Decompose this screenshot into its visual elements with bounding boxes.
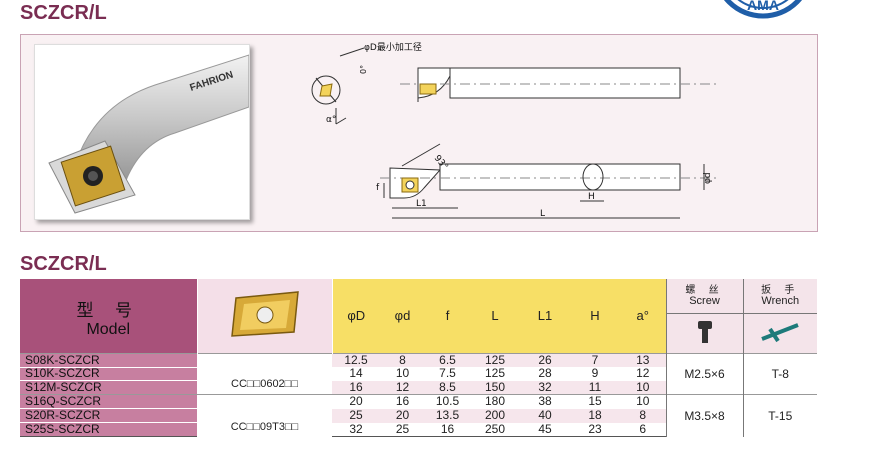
value-cell: 10.5: [425, 394, 470, 409]
value-cell: 7: [570, 352, 620, 367]
value-cell: 40: [520, 408, 570, 423]
screw-header-zh: 螺 丝: [685, 285, 724, 297]
model-cell: S12M-SCZCR: [20, 380, 197, 395]
svg-text:AMA: AMA: [747, 0, 779, 13]
value-cell: 14: [332, 367, 380, 381]
value-cell: 180: [470, 394, 520, 409]
wrench-header-en: Wrench: [761, 295, 800, 308]
value-cell: 7.5: [425, 367, 470, 381]
section-title-top: SCZCR/L: [20, 2, 107, 24]
technical-drawing: φD最小加工径 0° α° 93° f L1 L H φd: [311, 41, 720, 219]
angle-a-label: α°: [326, 115, 336, 125]
dim-L-label: L: [540, 209, 545, 219]
value-cell: 15: [570, 394, 620, 409]
wrench-header-zh: 扳 手: [761, 285, 800, 297]
dim-L1-label: L1: [416, 199, 427, 209]
screw-icon: [697, 320, 712, 343]
value-cell: 10: [620, 394, 666, 409]
value-cell: 16: [380, 394, 425, 409]
wrench-icon-cell: [742, 313, 817, 354]
dim-phid-label: φd: [703, 172, 713, 184]
section-title-table: SCZCR/L: [20, 253, 107, 275]
value-cell: 32: [520, 380, 570, 395]
param-header-f: f: [425, 279, 470, 354]
value-cell: 13.5: [425, 408, 470, 423]
value-cell: 12: [380, 380, 425, 395]
model-header-zh: 型 号: [76, 301, 140, 322]
param-header-D: φD: [332, 279, 380, 354]
value-cell: 8.5: [425, 380, 470, 395]
model-cell: S20R-SCZCR: [20, 408, 197, 423]
dim-f-label: f: [376, 183, 380, 193]
value-cell: 10: [380, 367, 425, 381]
dim-H-label: H: [588, 192, 595, 202]
value-cell: 20: [380, 408, 425, 423]
value-cell: 125: [470, 367, 520, 381]
value-cell: 16: [425, 422, 470, 437]
value-cell: 16: [332, 380, 380, 395]
value-cell: 10: [620, 380, 666, 395]
angle-zero-label: 0°: [359, 65, 368, 74]
value-cell: 125: [470, 352, 520, 367]
value-cell: 13: [620, 352, 666, 367]
screw-cell: M2.5×6: [665, 352, 743, 395]
wrench-header: 扳 手 Wrench: [742, 279, 817, 314]
param-header-H: H: [570, 279, 620, 354]
value-cell: 9: [570, 367, 620, 381]
value-cell: 25: [332, 408, 380, 423]
model-header-en: Model: [86, 321, 131, 339]
value-cell: 45: [520, 422, 570, 437]
screw-header: 螺 丝 Screw: [665, 279, 743, 314]
param-header-L: L: [470, 279, 520, 354]
min-bore-label: φD最小加工径: [364, 41, 422, 53]
value-cell: 12: [620, 367, 666, 381]
tool-photo: FAHRION: [34, 44, 250, 220]
value-cell: 200: [470, 408, 520, 423]
value-cell: 11: [570, 380, 620, 395]
model-header: 型 号 Model: [20, 279, 198, 354]
model-cell: S10K-SCZCR: [20, 366, 197, 381]
model-cell: S16Q-SCZCR: [20, 394, 197, 409]
screw-icon-cell: [665, 313, 743, 354]
value-cell: 8: [380, 352, 425, 367]
param-header-a: a°: [620, 279, 666, 354]
value-cell: 6.5: [425, 352, 470, 367]
value-cell: 250: [470, 422, 520, 437]
param-header-L1: L1: [520, 279, 570, 354]
brand-logo-partial: AMA: [723, 0, 803, 19]
value-cell: 20: [332, 394, 380, 409]
insert-image-cell: [197, 279, 333, 354]
value-cell: 23: [570, 422, 620, 437]
wrench-cell: T-8: [742, 352, 817, 395]
spec-table: 型 号 Model φD φd f L L1 H a° 螺 丝 Screw 扳 …: [20, 279, 817, 437]
value-cell: 32: [332, 422, 380, 437]
param-header-d: φd: [380, 279, 425, 354]
value-cell: 12.5: [332, 352, 380, 367]
insert-cell: CC□□0602□□: [197, 352, 332, 395]
screw-cell: M3.5×8: [665, 394, 743, 437]
value-cell: 25: [380, 422, 425, 437]
value-cell: 26: [520, 352, 570, 367]
value-cell: 38: [520, 394, 570, 409]
value-cell: 28: [520, 367, 570, 381]
model-cell: S25S-SCZCR: [20, 422, 197, 437]
wrench-cell: T-15: [742, 394, 817, 437]
screw-header-en: Screw: [689, 295, 720, 308]
wrench-icon: [761, 323, 799, 343]
value-cell: 6: [620, 422, 666, 437]
insert-icon: [230, 291, 299, 338]
model-cell: S08K-SCZCR: [20, 352, 197, 367]
value-cell: 150: [470, 380, 520, 395]
value-cell: 8: [620, 408, 666, 423]
insert-cell: CC□□09T3□□: [197, 394, 332, 437]
value-cell: 18: [570, 408, 620, 423]
